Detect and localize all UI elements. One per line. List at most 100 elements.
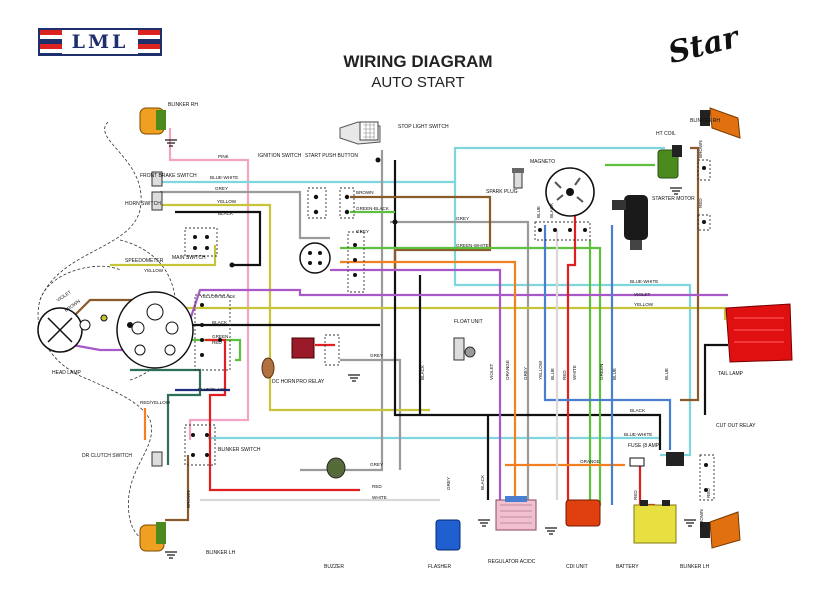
wire-label-grey-7: GREY bbox=[446, 477, 451, 490]
dr-clutch-switch bbox=[151, 451, 163, 467]
stop-light-switch bbox=[339, 121, 381, 145]
connector-blocks bbox=[184, 159, 715, 501]
wire-yellow-rear bbox=[180, 306, 727, 320]
buzzer bbox=[326, 457, 346, 479]
wire-label-pink: PINK bbox=[218, 154, 230, 159]
flasher bbox=[435, 519, 461, 551]
starter-motor bbox=[612, 195, 648, 250]
label-flasher: FLASHER bbox=[428, 564, 451, 570]
float-unit bbox=[453, 337, 476, 361]
spark-plug bbox=[512, 168, 524, 189]
wire-label-black-5: BLACK bbox=[420, 364, 425, 380]
wire-label-blue-1: BLUE bbox=[536, 206, 541, 218]
wire-label-black-1: BLACK bbox=[218, 211, 234, 216]
label-blinker-rh-front: BLINKER RH bbox=[168, 102, 198, 108]
wire-label-green-2: GREEN bbox=[599, 364, 604, 380]
lml-logo-text: LML bbox=[67, 31, 133, 53]
wire-label-red-yellow: RED/YELLOW bbox=[140, 400, 171, 405]
label-stop-light-switch: STOP LIGHT SWITCH bbox=[398, 124, 449, 130]
wire-label-grey-5: GREY bbox=[370, 462, 383, 467]
diagram-title: WIRING DIAGRAM bbox=[343, 52, 493, 71]
wire-brown-right bbox=[680, 146, 700, 402]
wire-label-blue-3: BLUE bbox=[612, 368, 617, 380]
component-labels: BLINKER RH FRONT BRAKE SWITCH HORN SWITC… bbox=[52, 102, 756, 570]
wire-label-black-6: BLACK bbox=[480, 474, 485, 490]
wire-label-violet: VIOLET bbox=[634, 292, 651, 297]
wire-black-a bbox=[175, 210, 262, 267]
magneto bbox=[545, 167, 595, 217]
wire-label-grey-3: GREY bbox=[356, 229, 369, 234]
wire-grey-mid bbox=[390, 220, 530, 500]
wire-label-violet-3: VIOLET bbox=[56, 289, 72, 303]
wire-blue-a bbox=[543, 225, 672, 450]
label-head-lamp: HEAD LAMP bbox=[52, 370, 82, 376]
wire-grey-relay bbox=[340, 358, 402, 470]
wire-label-yellow-3: YELLOW bbox=[634, 302, 654, 307]
wire-violet-main bbox=[44, 288, 728, 352]
lml-logo: LML bbox=[38, 28, 162, 56]
wire-label-white-2: WHITE bbox=[572, 365, 577, 380]
label-blinker-lh-front: BLINKER LH bbox=[206, 550, 236, 556]
wire-label-red-2: RED bbox=[372, 484, 382, 489]
label-speedometer: SPEEDOMETER bbox=[125, 258, 164, 264]
battery bbox=[633, 500, 677, 544]
label-battery: BATTERY bbox=[616, 564, 639, 570]
pro-relay bbox=[291, 337, 315, 359]
wire-label-blue-white: BLUE-WHITE bbox=[210, 175, 238, 180]
wire-label-red-3: RED bbox=[698, 198, 703, 208]
ht-coil bbox=[657, 145, 682, 179]
label-start-push-button: START PUSH BUTTON bbox=[305, 153, 358, 159]
label-blinker-switch: BLINKER SWITCH bbox=[218, 447, 261, 453]
label-blinker-lh-rear: BLINKER LH bbox=[680, 564, 710, 570]
horn-switch bbox=[151, 191, 163, 211]
label-spark-plug: SPARK PLUG bbox=[486, 189, 518, 195]
wire-orange-a bbox=[340, 260, 517, 500]
wire-label-grey-4: GREY bbox=[370, 353, 383, 358]
wire-label-green: GREEN bbox=[212, 334, 228, 339]
wire-label-orange-2: ORANGE bbox=[505, 360, 510, 380]
regulator bbox=[495, 496, 537, 531]
wire-yellow-speedo bbox=[110, 245, 217, 267]
wire-label-brown-4: BROWN bbox=[699, 509, 704, 527]
label-cut-out-relay: CUT OUT RELAY bbox=[716, 423, 756, 429]
wire-label-blue-4: BLUE bbox=[664, 368, 669, 380]
wire-brown-lh bbox=[165, 455, 190, 522]
wire-label-red-5: RED bbox=[633, 490, 638, 500]
wire-red-battery bbox=[638, 460, 655, 507]
wire-black-main bbox=[393, 160, 662, 450]
cdi-unit bbox=[565, 499, 601, 527]
wire-label-grey-6: GREY bbox=[523, 367, 528, 380]
wire-label-blue-2: BLUE bbox=[550, 368, 555, 380]
fuse bbox=[629, 457, 645, 467]
dc-horn bbox=[261, 357, 275, 379]
label-ignition-switch: IGNITION SWITCH bbox=[258, 153, 302, 159]
wire-label-grey-1: GREY bbox=[215, 186, 228, 191]
label-dc-horn: DC HORN bbox=[272, 379, 296, 385]
label-ht-coil: HT COIL bbox=[656, 131, 676, 137]
wire-label-red-4: RED bbox=[562, 370, 567, 380]
wire-label-black-2: BLACK bbox=[212, 320, 228, 325]
wire-label-brown-2: BROWN bbox=[698, 140, 703, 158]
speedometer bbox=[116, 291, 194, 369]
blinker-lh-rear bbox=[700, 511, 741, 549]
label-buzzer: BUZZER bbox=[324, 564, 344, 570]
label-horn-switch: HORN SWITCH bbox=[125, 201, 161, 207]
wire-label-red-6: RED bbox=[706, 488, 711, 498]
blinker-rh-front bbox=[139, 107, 166, 135]
label-fuse: FUSE (8 AMP) bbox=[628, 443, 661, 449]
wire-label-blue-black: BLUE/BLACK bbox=[198, 387, 227, 392]
wire-label-blue-white-3: BLUE-WHITE bbox=[624, 432, 652, 437]
label-magneto: MAGNETO bbox=[530, 159, 555, 165]
wire-label-blue-white-2: BLUE-WHITE bbox=[630, 279, 658, 284]
label-starter-motor: STARTER MOTOR bbox=[652, 196, 695, 202]
connector-pins bbox=[191, 157, 708, 492]
wire-label-green-black: GREEN-BLACK bbox=[356, 206, 390, 211]
cut-out-relay bbox=[666, 452, 684, 466]
wire-grey-top bbox=[160, 190, 330, 240]
wire-label-brown-3: BROWN bbox=[186, 490, 191, 508]
wire-label-yellow-1: YELLOW bbox=[217, 199, 237, 204]
wire-brown-top bbox=[350, 195, 492, 270]
label-tail-lamp: TAIL LAMP bbox=[718, 371, 744, 377]
wire-red-cdi bbox=[566, 215, 577, 500]
